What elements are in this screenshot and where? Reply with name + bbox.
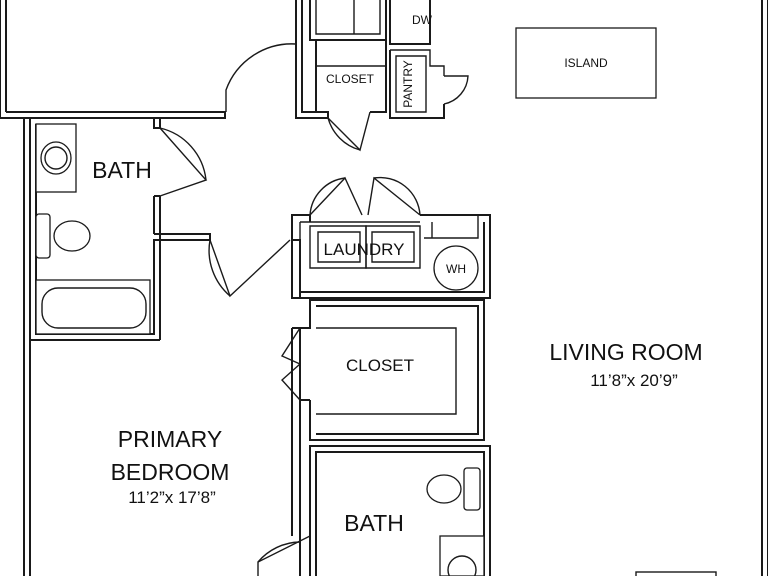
toilet-lower-icon (426, 474, 462, 504)
kitchen-fixtures (515, 27, 717, 576)
label-primary-bedroom-line2: BEDROOM (111, 459, 230, 485)
toilet-icon (53, 220, 91, 252)
lower-bath-walls (309, 445, 491, 576)
laundry-fixtures (433, 245, 479, 291)
bottom-right-counter (635, 571, 717, 576)
room-labels: ISLAND DW CLOSET PANTRY BATH LAUNDRY WH … (92, 13, 703, 536)
label-island: ISLAND (564, 56, 608, 70)
label-closet-main: CLOSET (346, 356, 414, 375)
upper-bath-fixtures (35, 123, 151, 335)
label-bath-upper: BATH (92, 157, 152, 183)
toilet-tank (35, 213, 51, 259)
label-pantry: PANTRY (401, 60, 415, 108)
label-primary-bedroom-line1: PRIMARY (118, 426, 222, 452)
label-dishwasher: DW (412, 13, 433, 27)
label-primary-bedroom-dims: 11’2”x 17’8” (128, 488, 216, 507)
doors (159, 43, 469, 576)
closet-walls (300, 299, 485, 441)
island (515, 27, 657, 99)
water-heater-icon (433, 245, 479, 291)
toilet-tank-lower (463, 467, 481, 511)
label-closet-upper: CLOSET (326, 72, 375, 86)
bathtub-icon (35, 279, 151, 335)
lower-bath-fixtures (426, 467, 485, 576)
kitchen-walls (309, 0, 445, 119)
laundry-walls (292, 214, 491, 299)
label-bath-lower: BATH (344, 510, 404, 536)
label-living-room: LIVING ROOM (549, 339, 702, 365)
label-water-heater: WH (446, 262, 466, 276)
label-laundry: LAUNDRY (324, 240, 405, 259)
label-living-room-dims: 11’8”x 20’9” (590, 371, 678, 390)
upper-bath-walls (29, 118, 161, 341)
